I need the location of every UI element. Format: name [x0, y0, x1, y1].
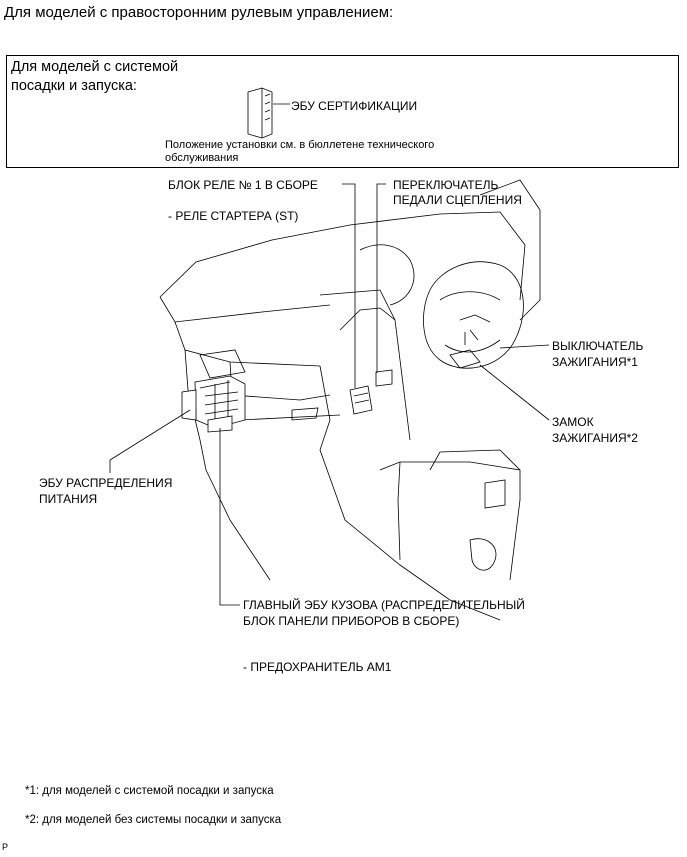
ignition-lock-label-line1: ЗАМОК: [552, 415, 594, 429]
body-ecu-label-line2: БЛОК ПАНЕЛИ ПРИБОРОВ В СБОРЕ): [243, 614, 460, 628]
ignition-switch-label-line1: ВЫКЛЮЧАТЕЛЬ: [552, 339, 644, 353]
clutch-switch-label-line1: ПЕРЕКЛЮЧАТЕЛЬ: [393, 178, 499, 192]
starter-relay-label: - РЕЛЕ СТАРТЕРА (ST): [168, 209, 299, 223]
install-note-line1: Положение установки см. в бюллетене техн…: [165, 139, 435, 151]
corner-mark: P: [2, 842, 9, 852]
junction-block-icon: [181, 375, 246, 433]
body-ecu-label-line1: ГЛАВНЫЙ ЭБУ КУЗОВА (РАСПРЕДЕЛИТЕЛЬНЫЙ: [243, 598, 525, 612]
power-ecu-leader: [109, 409, 191, 473]
install-note-line2: обслуживания: [165, 152, 239, 164]
certification-ecu-label: ЭБУ СЕРТИФИКАЦИИ: [291, 99, 418, 113]
box-title-line1: Для моделей с системой: [11, 59, 179, 75]
ignition-lock-leader: [479, 364, 550, 421]
footnote-2: *2: для моделей без системы посадки и за…: [25, 814, 282, 826]
relay-block-label: БЛОК РЕЛЕ № 1 В СБОРЕ: [168, 178, 318, 192]
fuse-label: - ПРЕДОХРАНИТЕЛЬ AM1: [243, 660, 392, 674]
certification-ecu-icon: [247, 87, 273, 139]
relay-block-leader: [342, 183, 356, 388]
ignition-switch-label-line2: ЗАЖИГАНИЯ*1: [552, 355, 638, 369]
box-title-line2: посадки и запуска:: [11, 78, 137, 94]
clutch-switch-leader: [376, 183, 386, 373]
clutch-switch-label-line2: ПЕДАЛИ СЦЕПЛЕНИЯ: [393, 193, 522, 207]
footnote-1: *1: для моделей с системой посадки и зап…: [25, 785, 274, 797]
ignition-lock-label-line2: ЗАЖИГАНИЯ*2: [552, 431, 638, 445]
ignition-switch-leader: [499, 344, 550, 349]
smart-entry-box: Для моделей с системой посадки и запуска…: [6, 55, 679, 168]
dashboard-outline: [159, 179, 541, 621]
power-ecu-label-line2: ПИТАНИЯ: [39, 492, 98, 506]
body-ecu-leader: [219, 428, 240, 606]
page-heading: Для моделей с правосторонним рулевым упр…: [4, 4, 394, 21]
relay-block-icon: [349, 369, 393, 415]
power-ecu-label-line1: ЭБУ РАСПРЕДЕЛЕНИЯ: [39, 476, 173, 490]
